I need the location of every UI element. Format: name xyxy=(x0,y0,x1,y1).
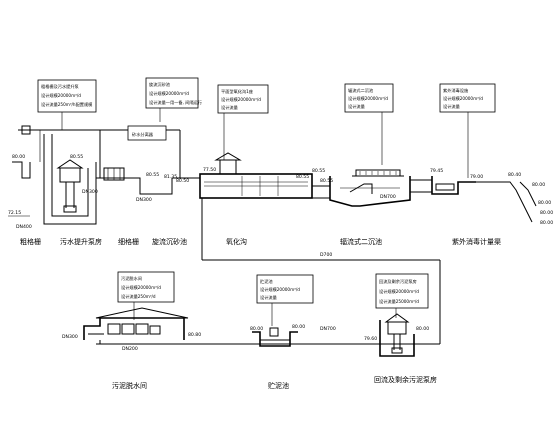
note-uv-line-2: 设计规模20000m³/d xyxy=(443,95,483,102)
note-grit-line-3: 设计流量一用一备, 间隔运行 xyxy=(149,99,202,106)
level-80-55-a: 80.55 xyxy=(70,154,83,160)
fine-grille-structure xyxy=(99,130,125,181)
level-80-80: 80.80 xyxy=(188,332,201,338)
label-oxidation-ditch: 氧化沟 xyxy=(226,237,247,246)
level-80-00-b: 80.00 xyxy=(532,182,545,188)
pipe-dn700-a: DN700 xyxy=(380,194,396,200)
note-box-clarifier: 辐流式二沉池 设计规模20000m³/d 设计流量 xyxy=(344,83,394,165)
grit-separator-tag: 砂水分离器 xyxy=(60,125,167,141)
pipe-dn200: DN200 xyxy=(122,346,138,352)
pump-station-structure: 80.55 DN300 xyxy=(43,134,128,225)
note-clar-line-1: 辐流式二沉池 xyxy=(348,87,374,94)
level-80-00-g: 80.00 xyxy=(292,324,305,330)
dewatering-house-structure: DN300 80.80 DN200 xyxy=(62,307,201,352)
oxidation-ditch-hatch xyxy=(204,176,308,196)
level-79-60: 79.60 xyxy=(364,336,377,342)
note-box-oxidation: 平面型氧化沟1座 设计规模20000m³/d 设计流量 xyxy=(217,84,269,160)
outfall-channel: 80.40 80.00 80.00 80.00 80.00 xyxy=(476,172,553,226)
level-77-50: 77.50 xyxy=(203,167,216,173)
pipe-dn300-b: DN300 xyxy=(136,197,152,203)
note-sludge-line-2: 设计规模20000m³/d xyxy=(260,286,300,293)
note-clar-line-3: 设计流量 xyxy=(348,103,365,110)
note-box-pump: 粗格栅及污水提升泵 设计规模20000m³/d 设计流量250m³/h配置规模 xyxy=(37,79,97,130)
note-box-uv: 紫外消毒设施 设计规模20000m³/d 设计流量 xyxy=(439,83,496,178)
level-79-45: 79.45 xyxy=(430,168,443,174)
level-79-00: 79.00 xyxy=(470,174,483,180)
level-80-55-c: 80.55 xyxy=(296,174,309,180)
note-uv-line-1: 紫外消毒设施 xyxy=(443,87,469,94)
note-return-line-1: 回流及剩余污泥泵房 xyxy=(379,278,417,285)
level-80-55-d: 80.55 xyxy=(320,178,333,184)
note-oxid-line-3: 设计流量 xyxy=(221,104,238,111)
label-fine-grille: 细格栅 xyxy=(118,237,139,246)
pipe-dn300-c: DN300 xyxy=(62,334,78,340)
clarifier-hatch xyxy=(359,171,397,175)
label-pump-station: 污水提升泵房 xyxy=(60,237,102,246)
level-80-00-c: 80.00 xyxy=(538,200,551,206)
note-box-grit: 旋流沉砂池 设计规模20000m³/d 设计流量一用一备, 间隔运行 xyxy=(145,77,202,122)
note-box-return-pump: 回流及剩余污泥泵房 设计规模20000m³/d 设计流量25000m³/d xyxy=(375,273,429,318)
pipe-to-uv xyxy=(410,179,432,193)
grit-chamber-structure: 80.55 81.35 80.50 DN300 xyxy=(128,129,189,203)
note-pump-line-3: 设计流量250m³/h配置规模 xyxy=(41,101,93,108)
level-80-00-a: 80.00 xyxy=(12,154,25,160)
level-80-55-b: 80.55 xyxy=(146,172,159,178)
label-coarse-grille: 粗格栅 xyxy=(20,237,41,246)
label-return-pump: 回流及剩余污泥泵房 xyxy=(374,375,437,384)
note-pump-line-2: 设计规模20000m³/d xyxy=(41,92,81,99)
note-oxid-line-1: 平面型氧化沟1座 xyxy=(221,88,253,95)
note-return-line-2: 设计规模20000m³/d xyxy=(379,288,419,295)
label-uv-disinfection: 紫外消毒计量渠 xyxy=(452,237,501,246)
note-dew-line-3: 设计流量250m³/d xyxy=(121,293,156,300)
level-80-00-d: 80.00 xyxy=(540,210,553,216)
level-72-15: 72.15 xyxy=(8,210,21,216)
level-80-50: 80.50 xyxy=(176,178,189,184)
clarifier-structure: 80.55 DN700 xyxy=(312,168,411,207)
note-sludge-line-3: 设计流量 xyxy=(260,294,277,301)
pipe-dn700-b: DN700 xyxy=(320,326,336,332)
oxidation-ditch-structure: 77.50 80.55 xyxy=(199,152,313,199)
return-pump-house-structure: 80.00 79.60 xyxy=(364,313,429,357)
sludge-tank-structure: 80.00 80.00 DN700 xyxy=(250,324,336,347)
note-sludge-line-1: 贮泥池 xyxy=(260,278,273,285)
pipe-d700: D700 xyxy=(320,252,332,258)
label-grit-chamber: 旋流沉砂池 xyxy=(152,237,187,246)
note-grit-line-2: 设计规模20000m³/d xyxy=(149,90,189,97)
note-dew-line-2: 设计规模20000m³/d xyxy=(121,284,161,291)
level-81-35: 81.35 xyxy=(164,174,177,180)
level-80-40: 80.40 xyxy=(508,172,521,178)
pipe-to-clarifier: D700 80.55 xyxy=(201,178,440,261)
level-80-00-e: 80.00 xyxy=(540,220,553,226)
note-grit-line-1: 旋流沉砂池 xyxy=(149,81,171,88)
grit-separator-label: 砂水分离器 xyxy=(132,131,154,138)
note-pump-line-1: 粗格栅及污水提升泵 xyxy=(41,83,79,90)
note-oxid-line-2: 设计规模20000m³/d xyxy=(221,96,261,103)
uv-channel-structure: 79.45 79.00 xyxy=(430,168,483,195)
level-80-00-h: 80.00 xyxy=(416,326,429,332)
level-80-55-e: 80.55 xyxy=(312,168,325,174)
label-dewatering: 污泥脱水间 xyxy=(112,381,147,390)
label-clarifier: 辐流式二沉池 xyxy=(340,237,382,246)
note-clar-line-2: 设计规模20000m³/d xyxy=(348,95,388,102)
note-box-sludge-tank: 贮泥池 设计规模20000m³/d 设计流量 xyxy=(256,274,314,326)
note-dew-line-1: 污泥脱水间 xyxy=(121,275,142,282)
pipe-dn300-a: DN300 xyxy=(82,189,98,195)
pipe-dn400: DN400 xyxy=(16,224,32,230)
note-return-line-3: 设计流量25000m³/d xyxy=(379,298,419,305)
label-sludge-tank: 贮泥池 xyxy=(268,381,289,390)
level-80-00-f: 80.00 xyxy=(250,326,263,332)
coarse-grille-structure: 80.00 72.15 DN400 xyxy=(8,125,60,230)
note-uv-line-3: 设计流量 xyxy=(443,103,460,110)
note-box-dewatering: 污泥脱水间 设计规模20000m³/d 设计流量250m³/d xyxy=(117,271,175,320)
